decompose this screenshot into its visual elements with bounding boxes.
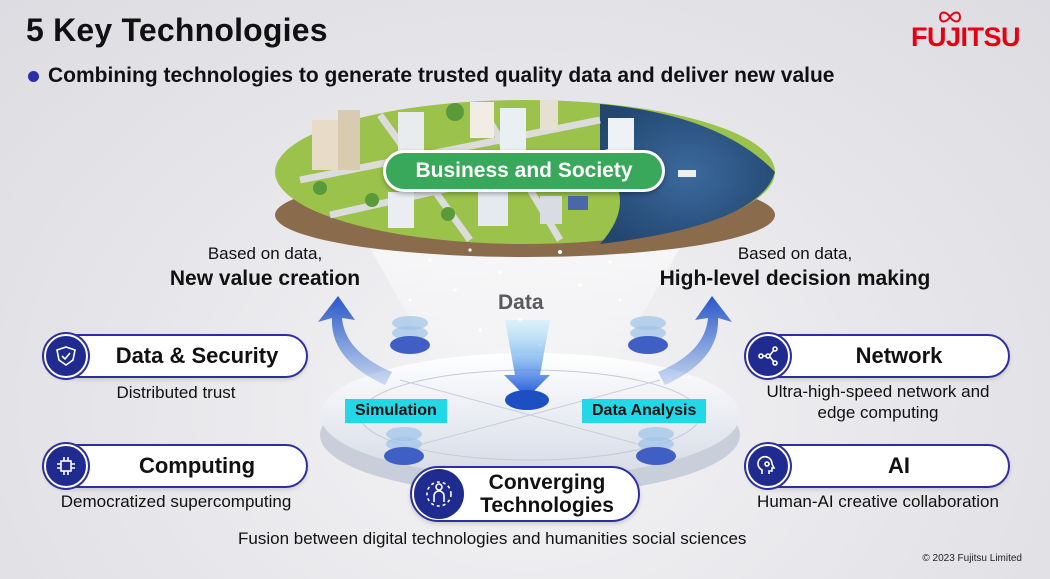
- converging-technologies-pill: Converging Technologies: [410, 466, 640, 522]
- converging-label: Converging Technologies: [464, 471, 638, 517]
- converging-line2: Technologies: [480, 494, 614, 517]
- copyright: © 2023 Fujitsu Limited: [922, 553, 1022, 564]
- ai-head-icon: [746, 444, 790, 488]
- left-callout-small: Based on data,: [207, 244, 323, 263]
- bullet-icon: [28, 70, 39, 82]
- fusion-text: Fusion between digital technologies and …: [238, 529, 747, 548]
- subtitle-text: Combining technologies to generate trust…: [48, 64, 835, 87]
- page-title: 5 Key Technologies: [26, 12, 328, 48]
- tech-caption: Democratized supercomputing: [60, 492, 292, 511]
- data-analysis-tag: Data Analysis: [582, 399, 707, 423]
- data-label: Data: [498, 291, 544, 314]
- tech-name: AI: [888, 453, 910, 478]
- chip-icon: [44, 444, 88, 488]
- network-icon: [746, 334, 790, 378]
- tech-caption: Ultra-high-speed network and edge comput…: [736, 381, 1020, 423]
- tech-caption: Distributed trust: [116, 383, 236, 402]
- simulation-tag: Simulation: [345, 399, 447, 423]
- city-buildings: [312, 100, 696, 228]
- platform-lines: [399, 379, 661, 451]
- coin-stacks: [384, 316, 676, 465]
- caption-line1: Ultra-high-speed network and: [766, 382, 990, 401]
- converging-arrow: [504, 320, 550, 398]
- arrow-right-up: [658, 296, 732, 385]
- tech-computing: Computing: [44, 444, 308, 488]
- fujitsu-logo: FUJITSU: [910, 11, 1021, 53]
- converging-line1: Converging: [488, 471, 606, 494]
- converging-icon: [414, 469, 464, 519]
- left-callout: Based on data, New value creation: [150, 244, 380, 291]
- right-callout: Based on data, High-level decision makin…: [640, 244, 950, 291]
- tech-data-security: Data & Security: [44, 334, 308, 378]
- tech-network: Network: [746, 334, 1010, 378]
- shield-icon: [44, 334, 88, 378]
- data-particles: [408, 248, 622, 347]
- caption-line2: edge computing: [817, 403, 939, 422]
- left-callout-big: New value creation: [169, 267, 361, 290]
- tech-name: Network: [855, 343, 943, 368]
- tech-ai: AI: [746, 444, 1010, 488]
- logo-text: FUJITSU: [910, 22, 1021, 52]
- infinity-icon: [938, 11, 961, 23]
- right-callout-small: Based on data,: [737, 244, 853, 263]
- page-subtitle: Combining technologies to generate trust…: [28, 64, 834, 88]
- tech-name: Data & Security: [115, 343, 279, 368]
- tech-caption: Human-AI creative collaboration: [757, 492, 999, 511]
- right-callout-big: High-level decision making: [659, 267, 931, 290]
- converging-hub: [505, 390, 549, 410]
- light-beam: [360, 230, 690, 390]
- business-society-pill: Business and Society: [383, 150, 665, 192]
- tech-name: Computing: [138, 453, 256, 478]
- arrow-left-up: [318, 296, 392, 385]
